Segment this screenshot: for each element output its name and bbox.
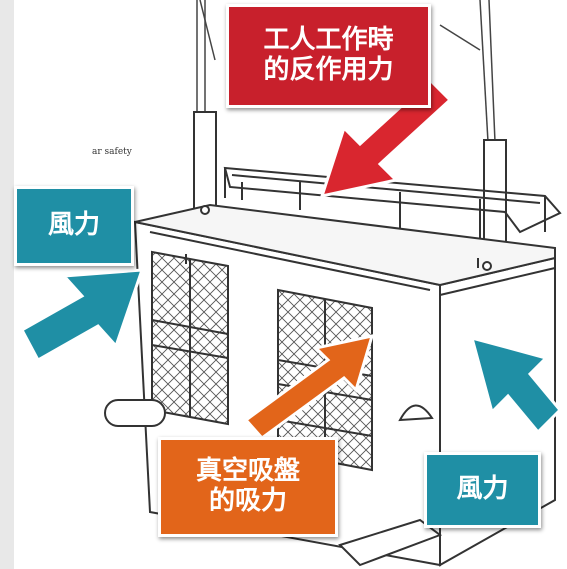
reaction-force-arrow xyxy=(319,77,453,199)
worker-reaction-line1: 工人工作時 xyxy=(263,25,394,56)
wind-force-arrow-left xyxy=(19,268,145,363)
top-rail xyxy=(223,166,562,242)
side-fittings xyxy=(104,205,492,567)
page-edge-shadow xyxy=(0,0,14,569)
suction-line1: 真空吸盤 xyxy=(195,456,300,487)
wind-force-arrow-right xyxy=(469,335,563,435)
wind-force-left-text: 風力 xyxy=(47,210,100,241)
suction-line2: 的吸力 xyxy=(208,486,287,516)
wind-force-label-left: 風力 xyxy=(14,186,134,266)
suction-force-arrow xyxy=(243,334,375,441)
wind-force-right-text: 風力 xyxy=(456,474,509,505)
suspension-ropes xyxy=(196,0,496,143)
worker-reaction-force-label: 工人工作時 的反作用力 xyxy=(226,4,431,108)
suction-force-label: 真空吸盤 的吸力 xyxy=(158,437,338,537)
worker-reaction-line2: 的反作用力 xyxy=(263,55,394,85)
wind-force-label-right: 風力 xyxy=(424,452,541,528)
drawing-caption: ar safety xyxy=(92,147,132,157)
